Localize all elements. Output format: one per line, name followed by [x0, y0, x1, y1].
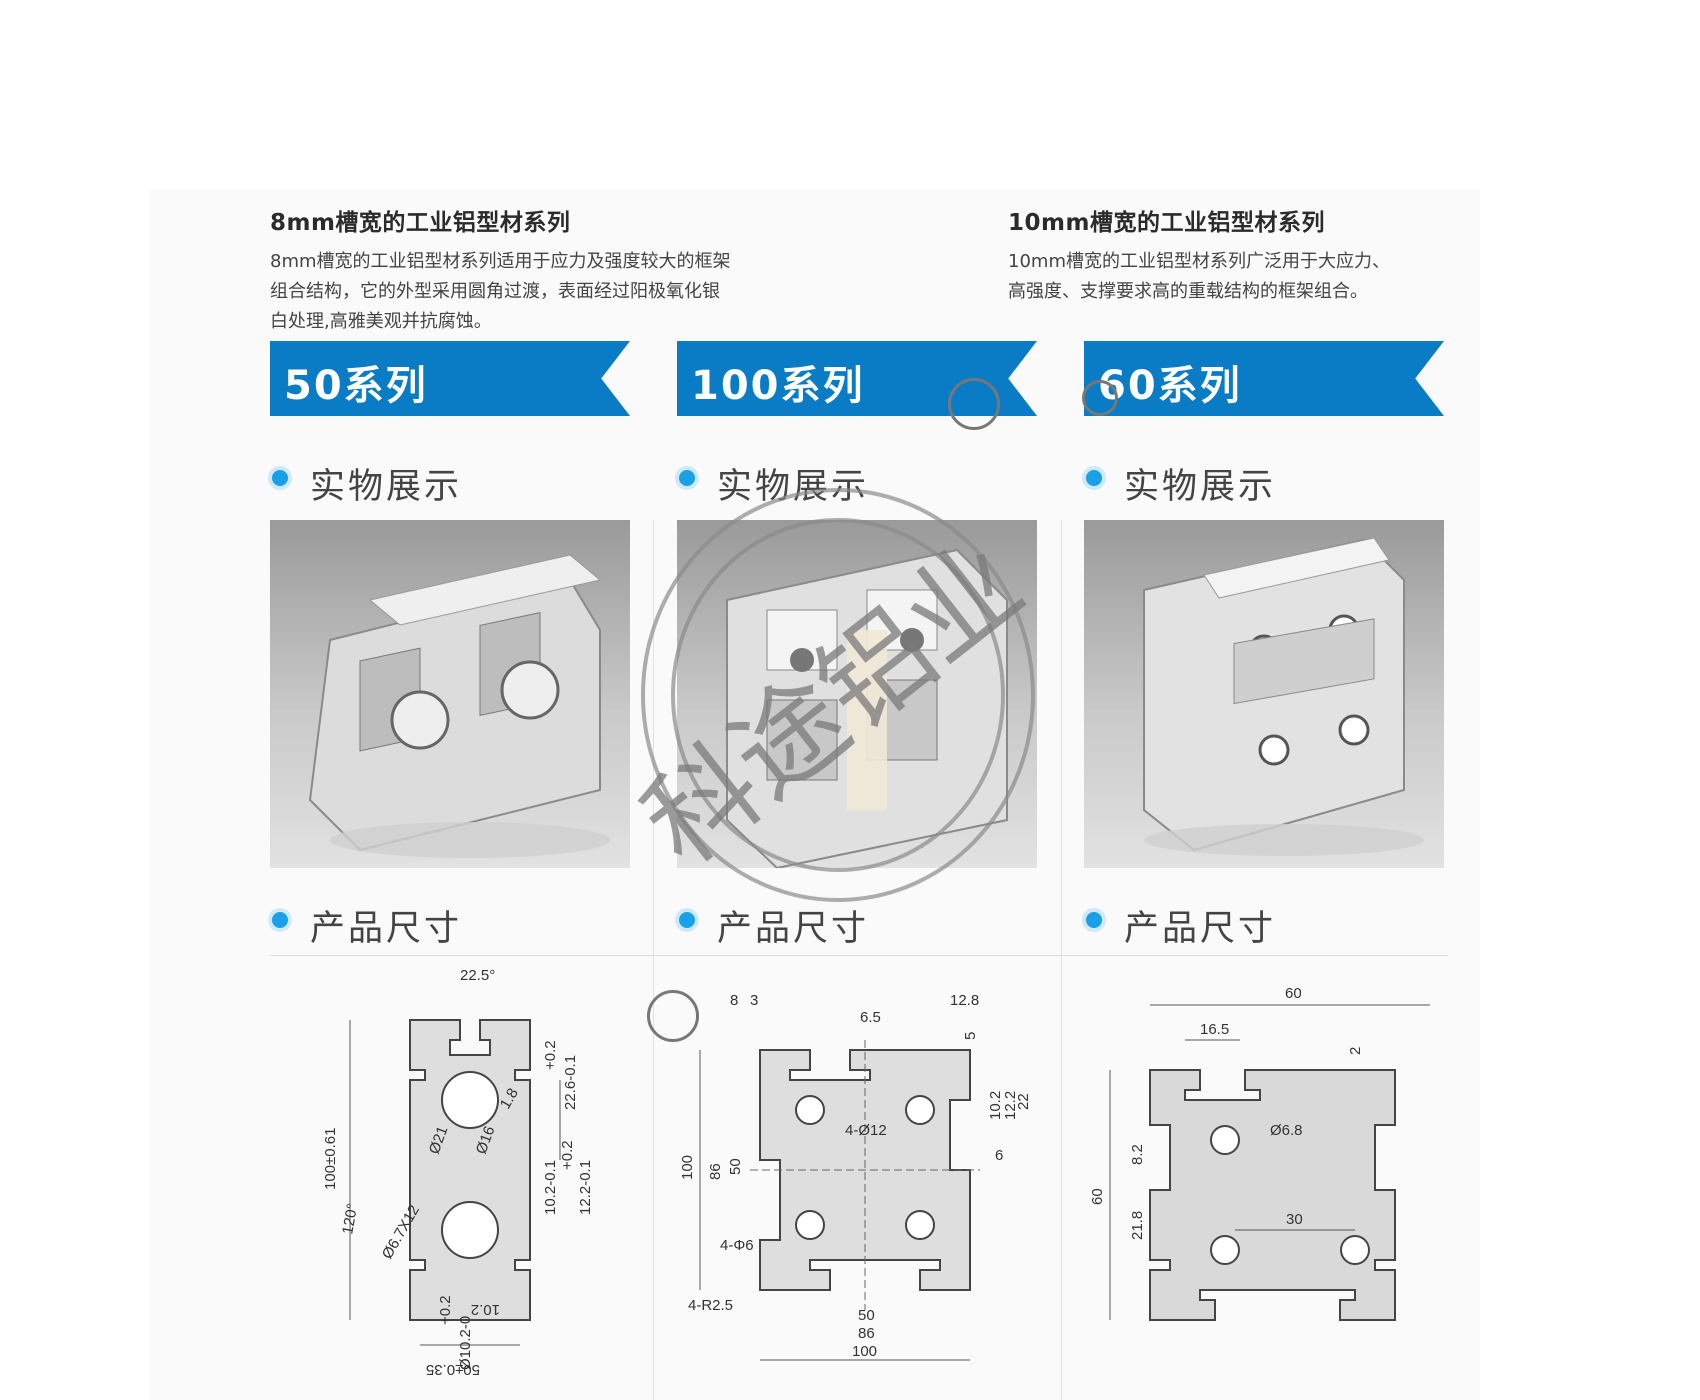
dim-label: 60	[1090, 1188, 1106, 1205]
intro-10mm-title: 10mm槽宽的工业铝型材系列	[1008, 210, 1325, 236]
dim-label: 86	[707, 1163, 724, 1180]
dim-label: 22	[1015, 1093, 1030, 1110]
dim-label: 4-Φ6	[720, 1237, 754, 1254]
intro-10mm-line-2: 高强度、支撑要求高的重载结构的框架组合。	[1008, 281, 1368, 302]
dim-label: Ø6.8	[1270, 1122, 1303, 1139]
dim-label: 5	[962, 1032, 979, 1040]
bullet-icon	[1086, 470, 1102, 486]
bullet-icon	[679, 470, 695, 486]
intro-10mm: 10mm槽宽的工业铝型材系列 10mm槽宽的工业铝型材系列广泛用于大应力、 高强…	[1008, 203, 1478, 307]
bullet-icon	[679, 912, 695, 928]
dim-label: 30	[1286, 1211, 1303, 1228]
dim-label: 2	[1347, 1047, 1364, 1055]
dim-label: 12.2	[1002, 1091, 1019, 1120]
section-rule	[270, 955, 1448, 956]
dim-label: 120°	[339, 1202, 361, 1236]
series-60-label: 60系列	[1098, 363, 1242, 409]
intro-8mm: 8mm槽宽的工业铝型材系列 8mm槽宽的工业铝型材系列适用于应力及强度较大的框架…	[270, 203, 850, 337]
bullet-icon	[272, 912, 288, 928]
circle-mark	[1082, 380, 1118, 416]
circle-mark	[948, 378, 1000, 430]
dim-label: 16.5	[1200, 1021, 1229, 1038]
dim-label: 8	[730, 992, 738, 1009]
intro-10mm-line-1: 10mm槽宽的工业铝型材系列广泛用于大应力、	[1008, 251, 1390, 272]
intro-8mm-line-3: 白处理,高雅美观并抗腐蚀。	[270, 311, 492, 332]
series-100-label: 100系列	[691, 363, 865, 409]
series-60-banner: 60系列	[1084, 341, 1444, 416]
dim-label: +0.2	[559, 1140, 576, 1170]
dim-label: 10.2	[987, 1091, 1004, 1120]
circle-mark	[647, 990, 699, 1042]
dim-label: +0.2	[542, 1040, 559, 1070]
dim-label: 100	[679, 1155, 696, 1180]
dim-label: 6.5	[860, 1009, 881, 1026]
dim-label: 10.2-0.1	[542, 1160, 559, 1215]
dim-label: 22.6-0.1	[562, 1055, 579, 1110]
dim-label: 3	[750, 992, 758, 1009]
dim-label: 4-R2.5	[688, 1297, 733, 1314]
dim-label: 60	[1285, 985, 1302, 1002]
bullet-icon	[1086, 912, 1102, 928]
dim-label: 10.2	[471, 1301, 500, 1318]
dim-label: Ø10.2-0	[457, 1316, 474, 1370]
dim-label: 12.8	[950, 992, 979, 1009]
dim-label: 50±0.35	[426, 1361, 480, 1378]
profile-photo-60	[1084, 520, 1444, 868]
series-50-label: 50系列	[284, 363, 428, 409]
profile-photo-100	[677, 520, 1037, 868]
series-50-banner: 50系列	[270, 341, 630, 416]
intro-8mm-title: 8mm槽宽的工业铝型材系列	[270, 210, 571, 236]
dim-label: 22.5°	[460, 967, 495, 984]
dim-label: 100±0.61	[322, 1128, 339, 1190]
bullet-icon	[272, 470, 288, 486]
dim-label: 100	[852, 1343, 877, 1360]
dim-label: 21.8	[1129, 1211, 1146, 1240]
dim-label: 50	[727, 1158, 744, 1175]
column-divider	[1061, 520, 1062, 1400]
dim-label: 6	[995, 1147, 1003, 1164]
dimension-drawing-100: 8 3 6.5 12.8 5 10.2 12.2 22 4-Ø12 6 100 …	[670, 960, 1030, 1380]
dim-label: 4-Ø12	[845, 1122, 887, 1139]
intro-8mm-line-1: 8mm槽宽的工业铝型材系列适用于应力及强度较大的框架	[270, 251, 731, 272]
profile-photo-50	[270, 520, 630, 868]
intro-8mm-line-2: 组合结构，它的外型采用圆角过渡，表面经过阳极氧化银	[270, 281, 720, 302]
dimension-drawing-50: 22.5° 100±0.61 22.6-0.1 +0.2 1.8 Ø21 Ø16…	[290, 960, 650, 1380]
dim-label: 50	[858, 1307, 875, 1324]
dim-label: +0.2	[437, 1295, 454, 1325]
column-divider	[653, 520, 654, 1400]
dim-label: 8.2	[1129, 1144, 1146, 1165]
dimension-drawing-60: 60 16.5 2 8.2 Ø6.8 60 21.8 30	[1090, 960, 1450, 1380]
dim-label: 12.2-0.1	[577, 1160, 594, 1215]
dim-label: 86	[858, 1325, 875, 1342]
